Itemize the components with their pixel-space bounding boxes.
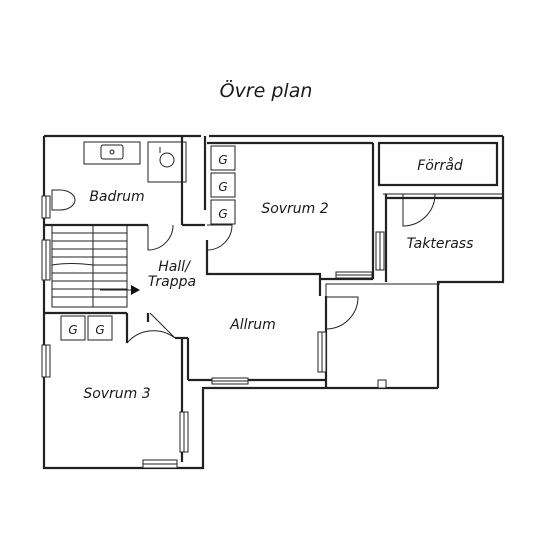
door-bedroom2 bbox=[206, 224, 233, 251]
room-labels: Badrum Sovrum 2 Förråd Takterass Hall/ T… bbox=[83, 157, 473, 402]
wardrobe-bedroom2-3 bbox=[210, 199, 236, 225]
wardrobe-bedroom3-2 bbox=[87, 315, 113, 341]
room-label-bedroom3: Sovrum 3 bbox=[83, 386, 150, 402]
windows bbox=[41, 195, 387, 469]
wardrobe-bedroom2-2 bbox=[210, 172, 236, 198]
room-label-bedroom2: Sovrum 2 bbox=[261, 201, 328, 217]
room-label-hall: Hall/ bbox=[158, 259, 191, 275]
sink-basin bbox=[100, 144, 124, 160]
room-label-hall-line2: Trappa bbox=[148, 274, 196, 290]
door-storage bbox=[402, 193, 436, 227]
sink-counter bbox=[83, 141, 141, 165]
bathroom-fixtures bbox=[51, 141, 187, 211]
wardrobe-label: G bbox=[218, 180, 227, 194]
wardrobe-label: G bbox=[95, 323, 104, 337]
toilet-icon bbox=[51, 189, 76, 211]
doors bbox=[126, 193, 436, 344]
door-bedroom3 bbox=[126, 312, 176, 344]
interior-walls bbox=[44, 136, 503, 462]
shower bbox=[147, 141, 187, 183]
wardrobe-bedroom2-1 bbox=[210, 145, 236, 171]
wardrobe-label: G bbox=[218, 153, 227, 167]
door-terrace bbox=[325, 296, 359, 330]
door-bathroom bbox=[147, 224, 174, 251]
wardrobe-label: G bbox=[218, 207, 227, 221]
room-label-living: Allrum bbox=[229, 317, 276, 333]
wardrobe-label: G bbox=[68, 323, 77, 337]
staircase bbox=[51, 224, 140, 308]
wardrobe-bedroom3-1 bbox=[60, 315, 86, 341]
wardrobes: G G G G G bbox=[60, 145, 236, 341]
room-label-storage: Förråd bbox=[417, 157, 463, 174]
shower-drain-icon bbox=[159, 152, 175, 168]
room-label-terrace: Takterass bbox=[407, 236, 474, 252]
plan-title: Övre plan bbox=[220, 79, 313, 102]
room-label-bathroom: Badrum bbox=[89, 189, 144, 205]
stair-arrow-icon bbox=[131, 285, 140, 295]
